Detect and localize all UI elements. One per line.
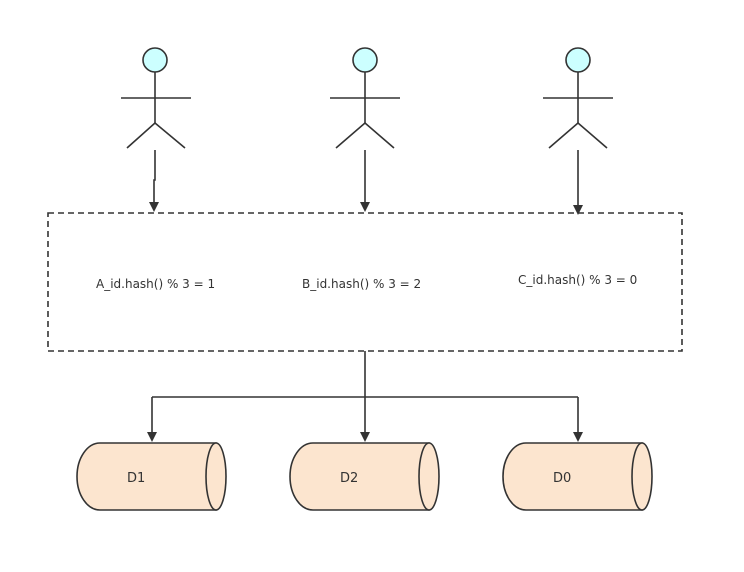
database-label: D2: [340, 471, 358, 486]
actor-head: [565, 47, 591, 73]
route-label-c: C_id.hash() % 3 = 0: [518, 273, 637, 287]
actor-head: [142, 47, 168, 73]
database-d1: [76, 442, 227, 511]
actor-b: [330, 47, 400, 149]
database-d0: [502, 442, 653, 511]
actor-head: [352, 47, 378, 73]
db-connectors: [147, 351, 583, 442]
database-label: D1: [127, 471, 145, 486]
route-label-a: A_id.hash() % 3 = 1: [96, 277, 215, 291]
actor-arrows: [149, 150, 583, 215]
actor-c: [543, 47, 613, 149]
route-label-b: B_id.hash() % 3 = 2: [302, 277, 421, 291]
router-box: [47, 212, 683, 352]
actor-a: [121, 47, 191, 149]
database-d2: [289, 442, 440, 511]
database-label: D0: [553, 471, 571, 486]
